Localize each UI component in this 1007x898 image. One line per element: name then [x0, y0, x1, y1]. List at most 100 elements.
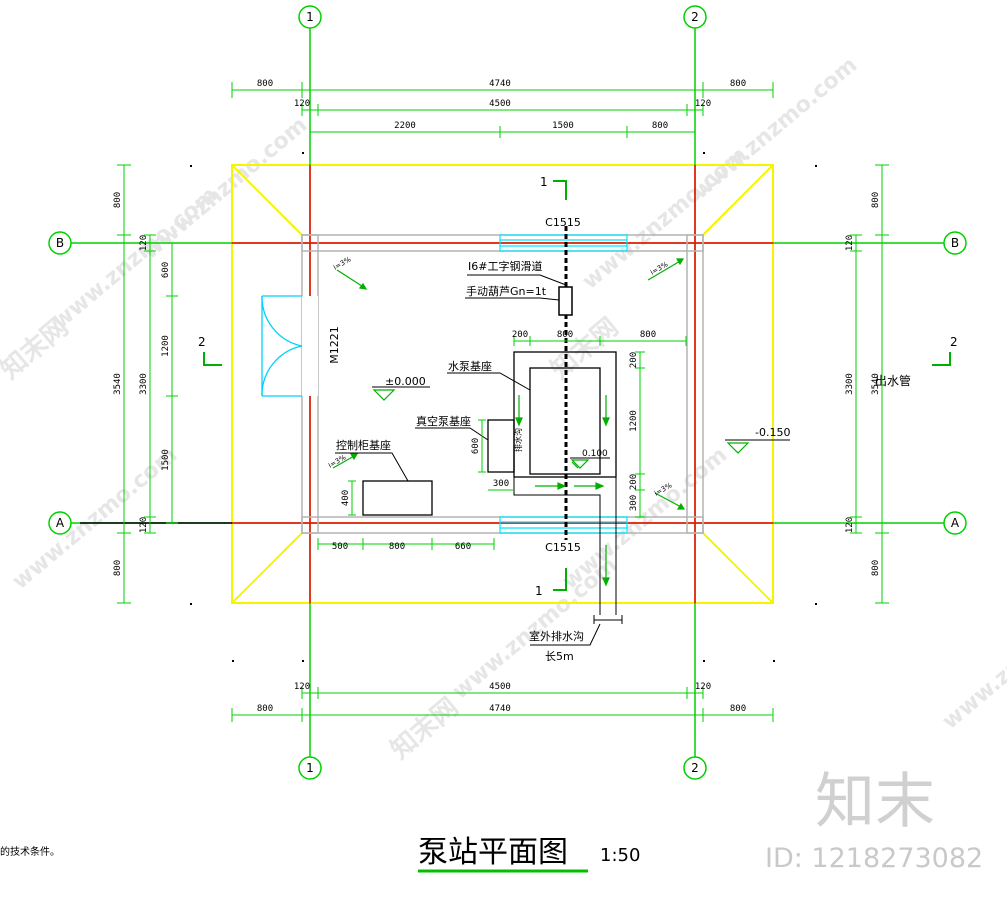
slope-label: i=3%	[332, 255, 353, 272]
svg-text:B: B	[951, 236, 959, 250]
elevation-pump: 0.100	[570, 449, 610, 469]
axis-bubble-A-right: A	[943, 511, 967, 535]
axis-bubble-2-bottom: 2	[683, 756, 707, 780]
svg-text:200: 200	[629, 352, 639, 368]
elevation-outside: -0.150	[725, 426, 790, 454]
axis-bubble-B-left: B	[48, 231, 72, 255]
svg-text:800: 800	[640, 330, 656, 340]
svg-text:4740: 4740	[489, 79, 511, 89]
brand-watermark: 知末	[815, 767, 935, 837]
drain-label: 室外排水沟	[529, 629, 584, 643]
svg-text:800: 800	[871, 560, 881, 576]
vacuum-pump-base	[487, 419, 515, 473]
door-label: M1221	[328, 326, 341, 364]
window-bottom	[499, 516, 628, 534]
outlet-label: 出水管	[875, 373, 911, 388]
watermark-text: www.znzmo.com	[688, 53, 862, 205]
axis-bubble-B-right: B	[943, 231, 967, 255]
svg-text:400: 400	[341, 490, 351, 506]
svg-text:500: 500	[332, 542, 348, 552]
svg-text:1200: 1200	[629, 410, 639, 432]
svg-text:B: B	[56, 236, 64, 250]
svg-text:1: 1	[540, 175, 548, 189]
drain-pipes	[513, 352, 623, 624]
svg-text:2: 2	[198, 335, 206, 349]
svg-text:1500: 1500	[552, 121, 574, 131]
control-cabinet-base	[362, 480, 433, 516]
svg-text:120: 120	[294, 99, 310, 109]
axis-bubble-1-top: 1	[298, 5, 322, 29]
svg-text:120: 120	[845, 517, 855, 533]
axis-bubble-A-left: A	[48, 511, 72, 535]
watermark-text: www.znzmo.com	[138, 113, 312, 265]
watermark-text: www.znzmo.com	[8, 443, 182, 595]
svg-text:A: A	[56, 516, 65, 530]
svg-text:800: 800	[652, 121, 668, 131]
svg-text:-0.150: -0.150	[755, 426, 790, 439]
svg-text:2: 2	[691, 761, 699, 775]
id-watermark: ID: 1218273082	[765, 843, 983, 874]
pipe-mark-label: 排水沟	[513, 428, 523, 452]
svg-text:120: 120	[845, 235, 855, 251]
svg-text:120: 120	[294, 682, 310, 692]
svg-text:800: 800	[113, 560, 123, 576]
svg-text:800: 800	[257, 704, 273, 714]
svg-text:600: 600	[471, 438, 481, 454]
svg-text:1: 1	[306, 761, 314, 775]
svg-text:200: 200	[629, 474, 639, 490]
cabinet-base-label: 控制柜基座	[336, 438, 391, 452]
drain-length-label: 长5m	[545, 650, 574, 663]
svg-text:800: 800	[557, 330, 573, 340]
svg-text:1200: 1200	[161, 335, 171, 357]
watermark-text: www.znzmo.com	[938, 583, 1007, 735]
svg-text:800: 800	[113, 192, 123, 208]
svg-text:4500: 4500	[489, 682, 511, 692]
watermark-text: 知末网	[545, 312, 624, 385]
axis-lines	[70, 28, 945, 765]
door	[261, 295, 318, 397]
svg-text:2200: 2200	[394, 121, 416, 131]
slope-label: i=3%	[327, 453, 348, 470]
drawing-title: 泵站平面图	[418, 835, 568, 870]
svg-text:120: 120	[139, 235, 149, 251]
svg-text:200: 200	[512, 330, 528, 340]
svg-text:±0.000: ±0.000	[385, 375, 426, 388]
svg-text:3540: 3540	[113, 373, 123, 395]
svg-text:800: 800	[871, 192, 881, 208]
svg-text:3300: 3300	[845, 373, 855, 395]
svg-text:120: 120	[695, 682, 711, 692]
section-mark-2-left: 2	[198, 335, 222, 366]
slope-label: i=3%	[649, 260, 670, 277]
svg-text:4500: 4500	[489, 99, 511, 109]
section-mark-1-top: 1	[540, 175, 567, 200]
window-label-top: C1515	[545, 216, 581, 229]
svg-text:800: 800	[389, 542, 405, 552]
svg-text:300: 300	[629, 495, 639, 511]
svg-text:2: 2	[691, 10, 699, 24]
pump-base-label: 水泵基座	[448, 359, 492, 373]
svg-text:3540: 3540	[871, 373, 881, 395]
svg-text:600: 600	[161, 262, 171, 278]
svg-text:1500: 1500	[161, 449, 171, 471]
svg-text:1: 1	[535, 584, 543, 598]
svg-text:1: 1	[306, 10, 314, 24]
leaders	[335, 274, 601, 646]
svg-text:300: 300	[493, 479, 509, 489]
dimension-lines	[117, 82, 889, 722]
svg-text:4740: 4740	[489, 704, 511, 714]
svg-text:120: 120	[139, 517, 149, 533]
flow-arrows	[515, 395, 610, 587]
svg-text:660: 660	[455, 542, 471, 552]
svg-text:0.100: 0.100	[582, 449, 608, 459]
svg-text:800: 800	[730, 704, 746, 714]
svg-text:120: 120	[695, 99, 711, 109]
elevation-floor: ±0.000	[372, 375, 430, 401]
hoist-box	[558, 286, 573, 316]
watermark-text: 知末网	[385, 692, 464, 765]
note-fragment: 的技术条件。	[0, 845, 60, 858]
axis-bubble-1-bottom: 1	[298, 756, 322, 780]
svg-text:2: 2	[950, 335, 958, 349]
section-mark-2-right: 2	[932, 335, 958, 366]
slope-marks	[332, 258, 686, 510]
drawing-scale: 1:50	[600, 845, 640, 866]
